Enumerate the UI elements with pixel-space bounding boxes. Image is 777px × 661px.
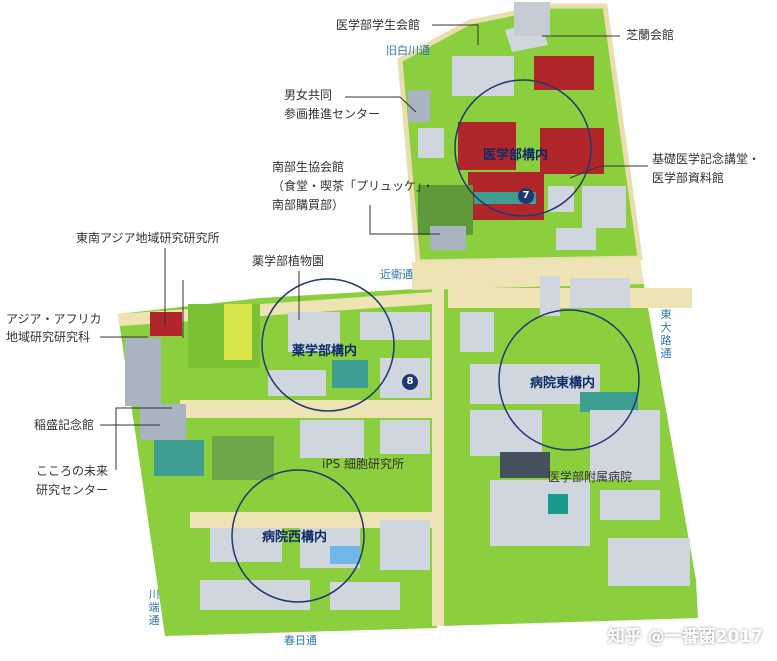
west-hospital-area-label: 病院西構内	[262, 530, 328, 545]
asia-africa-label-line1: アジア・アフリカ	[6, 312, 102, 326]
igakubu-brick-building	[534, 56, 594, 90]
igakubu-brick-building	[540, 128, 604, 174]
ips-institute-label: iPS 細胞研究所	[322, 457, 405, 471]
kokoro-center-building	[154, 440, 204, 476]
shiran-hall-label: 芝蘭会館	[626, 28, 675, 42]
igakubu-brick-building	[458, 122, 516, 170]
east-hospital-teal-building	[580, 392, 638, 412]
kiso-hall-leader	[569, 165, 648, 179]
leader-lines	[100, 24, 648, 470]
building-7-badge: 7	[518, 188, 534, 204]
west-hospital-building	[380, 520, 430, 570]
kokoro-center-label-line1: こころの未来	[36, 464, 109, 478]
middle-walkway	[180, 400, 432, 418]
south-coop-label-line3: 南部購買部）	[272, 198, 345, 212]
pharmacy-teal-building	[332, 360, 368, 388]
gender-center-leader	[345, 96, 417, 113]
inamori-hall-building	[140, 404, 186, 440]
zhihu-watermark: 知乎 @一番菌2017	[607, 627, 763, 647]
higashi-oji-road-label: 東大路通	[660, 308, 672, 360]
kokoro-garden	[212, 436, 274, 480]
west-hospital-building	[200, 580, 310, 610]
east-hospital-building	[608, 538, 690, 586]
kiso-hall-building	[548, 186, 574, 212]
south-coop-leader	[369, 205, 440, 235]
south-walkway	[190, 512, 432, 528]
east-hospital-building	[470, 364, 600, 404]
igakubu-building	[452, 56, 514, 96]
university-hospital-building	[600, 490, 660, 520]
pharmacy-building	[360, 312, 430, 340]
pharmacy-building	[268, 370, 326, 396]
east-hospital-area-circle	[498, 309, 640, 451]
building-8-badge: 8	[402, 374, 418, 390]
east-hospital-area-label: 病院東構内	[530, 376, 596, 391]
ips-building	[300, 420, 364, 458]
herbal-garden-plot	[224, 304, 252, 360]
inamori-hall-label: 稲盛記念館	[34, 418, 95, 432]
east-hospital-building	[540, 276, 560, 316]
university-hospital-building	[470, 410, 542, 456]
kokoro-leader	[115, 407, 172, 470]
southeast-asia-institute-label: 東南アジア地域研究研究所	[76, 231, 220, 245]
student-hall-leader	[432, 24, 479, 45]
ips-building	[380, 420, 430, 454]
university-hospital-building	[490, 480, 590, 546]
university-hospital-dark-roof	[500, 452, 550, 478]
central-walkway	[432, 286, 444, 626]
east-hospital-building	[570, 278, 630, 308]
igakubu-building	[418, 128, 444, 158]
pharmacy-building	[288, 312, 340, 352]
southeast-asia-institute-building	[150, 312, 182, 336]
gender-center-building	[408, 90, 430, 122]
asia-africa-building	[125, 338, 161, 406]
south-coop-label-line2: （食堂・喫茶「プリュッケ」・	[272, 179, 435, 193]
shiran-hall-building	[514, 2, 550, 36]
west-hospital-building	[210, 528, 282, 562]
igakubu-building	[556, 228, 596, 250]
west-hospital-building	[330, 582, 400, 610]
igakubu-area-circle	[454, 79, 592, 217]
west-hospital-area-circle	[231, 469, 365, 603]
south-coop-building	[430, 226, 466, 250]
east-hospital-building	[460, 312, 494, 352]
asia-africa-label-line2: 地域研究研究科	[6, 330, 91, 344]
kawabata-road-label: 川端通	[148, 588, 160, 627]
igakubu-area-label: 医学部構内	[483, 148, 549, 163]
yakugakubu-area-label: 薬学部構内	[292, 344, 358, 359]
gender-center-label-line1: 男女共同	[284, 88, 333, 102]
herbal-garden-label: 薬学部植物園	[252, 254, 325, 268]
konoe-road-label: 近衛通	[380, 268, 413, 281]
university-hospital-label: 医学部附属病院	[548, 470, 633, 484]
kyu-shirakawa-road-label: 旧白川通	[386, 44, 430, 57]
kiso-hall-label-line1: 基礎医学記念講堂・	[652, 152, 761, 166]
igakubu-building	[582, 186, 626, 228]
student-hall-label: 医学部学生会館	[336, 18, 421, 32]
yakugakubu-area-circle	[261, 278, 395, 412]
west-hospital-pool	[330, 546, 360, 564]
kokoro-center-label-line2: 研究センター	[36, 483, 109, 497]
gender-center-label-line2: 参画推進センター	[284, 107, 381, 121]
kasuga-road-label: 春日通	[284, 634, 317, 647]
university-hospital-teal-roof	[548, 494, 568, 514]
south-coop-label-line1: 南部生協会館	[272, 160, 345, 174]
kiso-hall-label-line2: 医学部資料館	[652, 171, 725, 185]
